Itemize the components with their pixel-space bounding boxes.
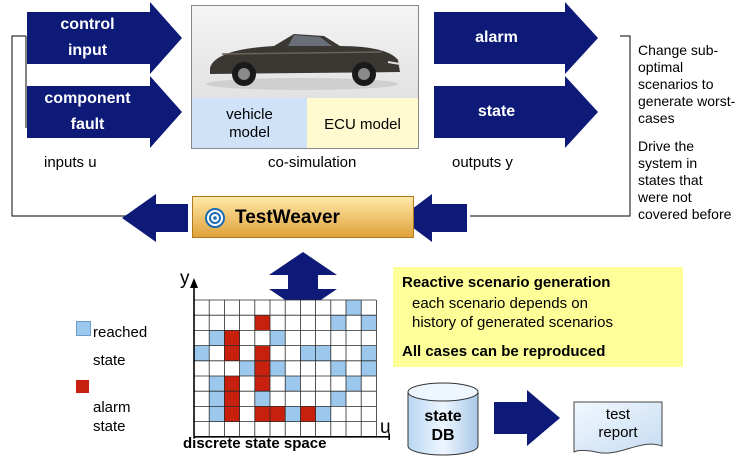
reached-cell [300, 345, 316, 361]
reached-cell [270, 360, 286, 376]
reached-cell [209, 391, 225, 407]
ecu-model-box: ECU model [307, 98, 418, 148]
reached-cell [209, 406, 225, 422]
alarm-cell [224, 406, 240, 422]
reactive-note-box: Reactive scenario generation each scenar… [393, 267, 683, 367]
reached-cell [270, 330, 286, 346]
reached-cell [209, 376, 225, 392]
left-feedback-line [11, 35, 128, 217]
vehicle-model-line1: vehicle [226, 106, 273, 123]
alarm-cell [254, 376, 270, 392]
x-axis-label: u [380, 417, 391, 438]
vehicle-model-box: vehicle model [192, 98, 307, 148]
reached-cell [330, 391, 346, 407]
cosim-box: vehicle model ECU model [191, 5, 419, 149]
alarm-cell [300, 406, 316, 422]
alarm-cell [270, 406, 286, 422]
reached-cell [285, 376, 301, 392]
alarm-label: alarm [475, 29, 518, 46]
x-axis-arrowhead [388, 432, 390, 440]
grid-caption: discrete state space [183, 435, 327, 452]
testweaver-label: TestWeaver [235, 207, 340, 228]
outputs-caption: outputs y [452, 154, 513, 171]
reached-cell [346, 300, 362, 316]
alarm-cell [254, 345, 270, 361]
note-title: Reactive scenario generation [402, 274, 611, 291]
state-label: state [477, 103, 516, 120]
right-back-arrow [400, 194, 467, 242]
alarm-cell [254, 406, 270, 422]
reached-cell [330, 360, 346, 376]
alarm-cell [224, 376, 240, 392]
reached-cell [239, 360, 255, 376]
y-axis-arrowhead [190, 278, 198, 288]
reached-cell [209, 330, 225, 346]
note-footer: All cases can be reproduced [402, 343, 606, 360]
alarm-cell [254, 315, 270, 331]
cosim-caption: co-simulation [268, 154, 357, 171]
state-db-cylinder [407, 382, 479, 456]
reached-cell [361, 315, 377, 331]
component-fault-arrow [27, 76, 182, 148]
vehicle-model-line2: model [229, 124, 270, 141]
state-output-arrow [434, 76, 598, 148]
inputs-caption: inputs u [44, 154, 97, 171]
db-to-report-arrow [494, 390, 560, 446]
y-axis-label: y [180, 268, 190, 289]
right-feedback-line [470, 35, 631, 217]
alarm-legend-swatch [76, 380, 89, 393]
reached-legend-swatch [76, 321, 91, 336]
alarm-cell [224, 391, 240, 407]
alarm-cell [254, 360, 270, 376]
reached-cell [315, 345, 331, 361]
testweaver-box: TestWeaver [192, 196, 414, 238]
reached-cell [254, 391, 270, 407]
reached-cell [194, 345, 210, 361]
testweaver-logo-icon [205, 208, 225, 228]
left-back-arrow [122, 194, 188, 242]
reached-cell [330, 315, 346, 331]
reached-cell [346, 376, 362, 392]
state-space-grid [190, 278, 390, 440]
alarm-output-arrow [434, 2, 598, 74]
control-input-arrow [27, 2, 182, 74]
reached-cell [285, 406, 301, 422]
ecu-model-label: ECU model [324, 116, 401, 133]
car-image [192, 6, 418, 98]
reached-cell [361, 345, 377, 361]
reached-cell [361, 360, 377, 376]
reached-cell [315, 406, 331, 422]
test-report-doc [573, 401, 663, 454]
alarm-cell [224, 345, 240, 361]
alarm-cell [224, 330, 240, 346]
bidirectional-arrow [269, 252, 337, 312]
